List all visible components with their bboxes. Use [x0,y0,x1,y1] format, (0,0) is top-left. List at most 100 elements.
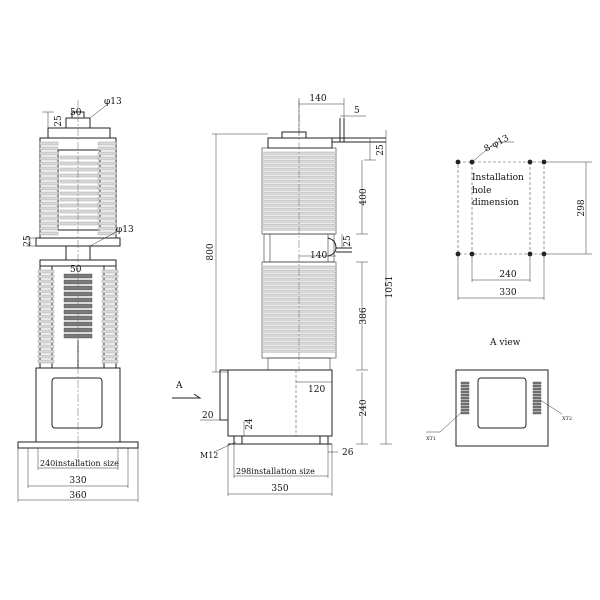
shed-fin [59,221,99,226]
a-view: A view XT1 XT2 [426,338,572,447]
side-view-arrow-label: A [175,381,183,391]
shed-fin [37,289,55,294]
side-dim-24: 24 [245,418,255,430]
shed-fin [101,279,119,284]
shed-fin [59,155,99,160]
shed-fin [37,329,55,334]
terminal-pin [460,402,470,406]
shed-fin [101,359,119,364]
hole-note-line1: Installation [472,173,524,183]
a-view-title: A view [489,338,521,348]
shed-fin [97,176,117,181]
shed-fin [39,141,59,146]
shed-fin [101,299,119,304]
shed-fin [39,206,59,211]
shed-fin [97,141,117,146]
shed-fin [39,186,59,191]
side-top-terminal [281,131,307,139]
shed-fin [97,221,117,226]
terminal-pin [532,396,542,400]
side-view: 140 5 25 400 800 25 140 1051 386 120 240… [172,94,395,496]
shed-fin [37,359,55,364]
shed-fin [97,226,117,231]
shed-fin [37,279,55,284]
shed-fin [59,209,99,214]
side-left-bolt [233,435,243,445]
shed-fin [37,269,55,274]
terminal-pin [532,405,542,409]
shed-fin [37,299,55,304]
shed-fin [59,215,99,220]
shed-fin [97,201,117,206]
shed-fin [101,294,119,299]
shed-fin [97,196,117,201]
shed-fin [59,173,99,178]
shed-fin [101,329,119,334]
a-view-terminal-xt1 [460,381,470,415]
shed-fin [97,151,117,156]
shed-fin [37,354,55,359]
mount-hole [527,159,533,165]
side-dim-5: 5 [354,106,360,116]
side-dim-140-top: 140 [309,94,326,104]
shed-fin [261,167,337,171]
shed-fin [39,196,59,201]
a-view-window [477,377,527,429]
shed-fin [59,203,99,208]
side-dim-120: 120 [308,385,325,395]
shed-fin [39,231,59,236]
shed-fin [59,185,99,190]
hole-note-line3: dimension [472,198,519,208]
front-view: 25 50 φ13 25 φ13 50 240installation size… [17,97,139,502]
shed-fin [261,345,337,349]
terminal-pin [532,411,542,415]
shed-fin [261,317,337,321]
side-dim-140-mid: 140 [310,251,327,261]
shed-fin [97,181,117,186]
shed-fin [39,156,59,161]
shed-fin [101,344,119,349]
shed-fin [97,161,117,166]
shed-fin [97,231,117,236]
shed-fin [101,304,119,309]
shed-fin [97,216,117,221]
shed-fin [97,211,117,216]
front-dim-25-top: 25 [54,115,64,127]
shed-fin [37,339,55,344]
shed-fin [39,226,59,231]
hole-pattern-outline [457,161,545,255]
side-mid-terminal [327,237,337,257]
shed-fin [37,274,55,279]
front-dim-330: 330 [69,476,86,486]
shed-fin [39,201,59,206]
front-dim-phi13-top: φ13 [104,97,122,107]
front-dim-25-side: 25 [23,235,33,247]
shed-fin [37,344,55,349]
shed-fin [261,265,337,269]
shed-fin [39,166,59,171]
terminal-pin [532,387,542,391]
side-base-box [227,369,333,437]
a-view-xt2-label: XT2 [562,416,572,422]
shed-fin [261,191,337,195]
shed-fin [39,191,59,196]
shed-fin [97,171,117,176]
terminal-pin [460,396,470,400]
a-view-box [455,369,549,447]
shed-fin [97,191,117,196]
hole-view: 8-φ13 Installation hole dimension 298 24… [455,133,592,300]
side-dim-298-install: 298installation size [236,467,315,476]
side-dim-240: 240 [359,399,369,416]
terminal-pin [532,402,542,406]
shed-fin [101,334,119,339]
shed-fin [261,163,337,167]
terminal-pin [532,384,542,388]
terminal-pin [532,381,542,385]
shed-fin [37,294,55,299]
shed-fin [37,334,55,339]
side-dim-400: 400 [359,188,369,205]
side-dim-20: 20 [202,411,214,421]
front-dim-360: 360 [69,491,86,501]
front-base-window [51,377,103,429]
mount-hole [455,159,461,165]
